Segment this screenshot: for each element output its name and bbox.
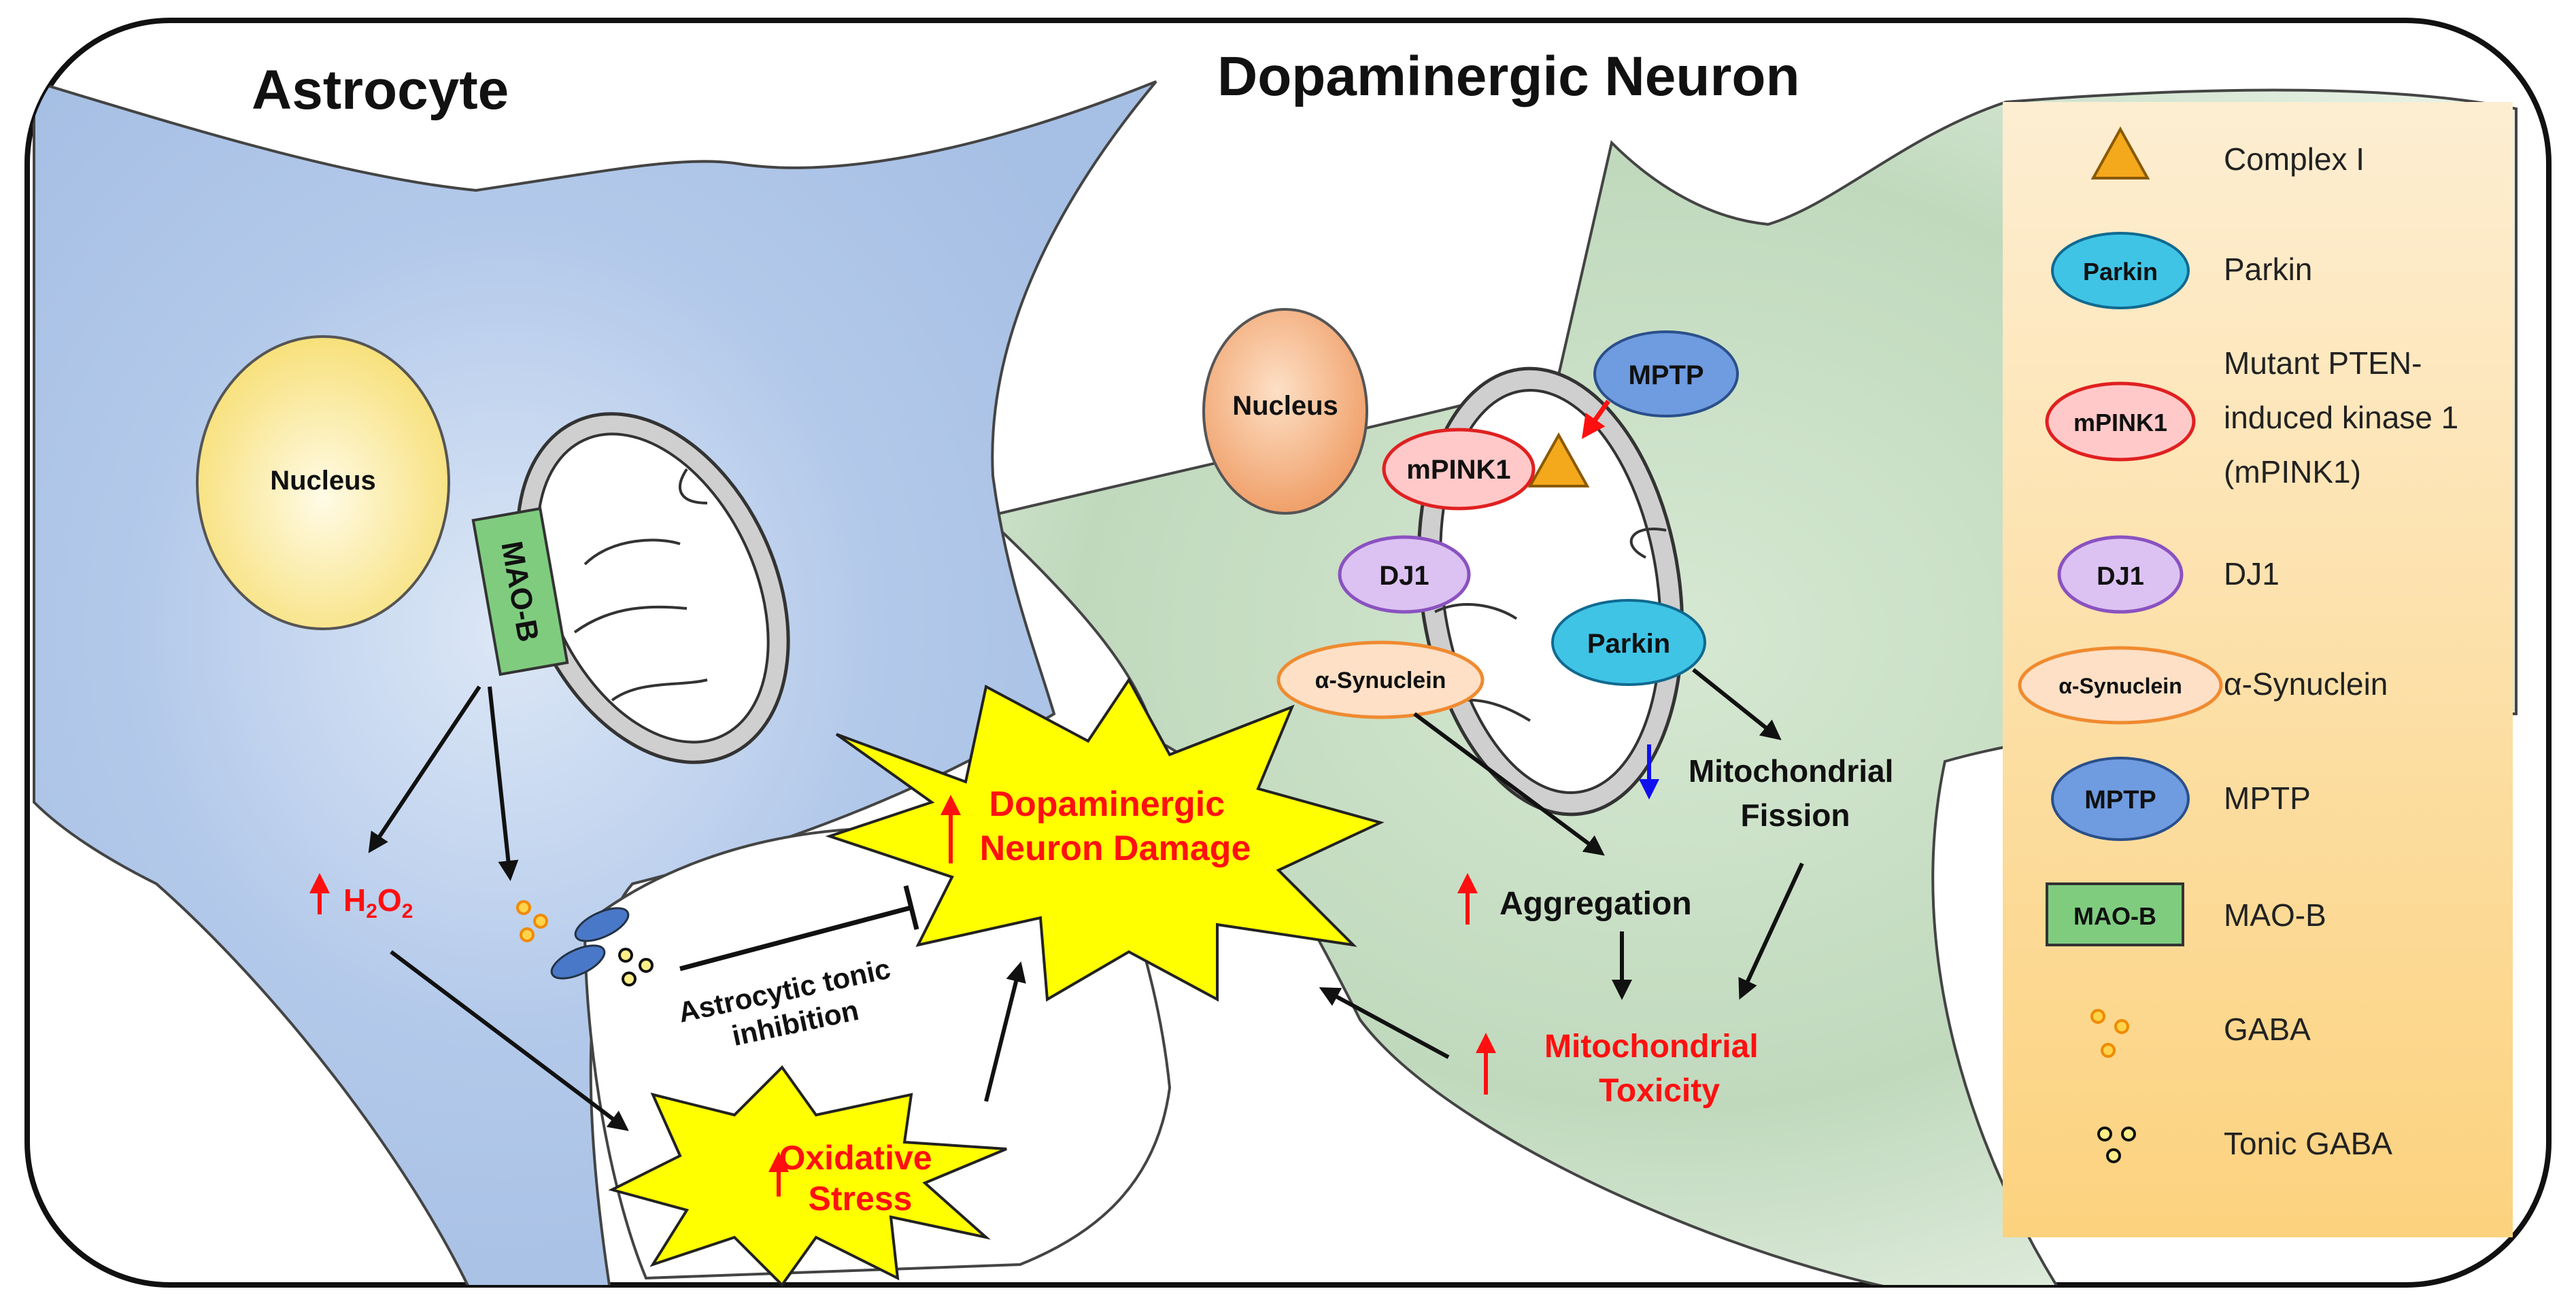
legend-maob-icon xyxy=(2046,882,2184,946)
gaba-channel-top xyxy=(574,907,630,942)
toxicity-label: Mitochondrial Toxicity xyxy=(1544,1029,1767,1109)
fission-to-toxicity-arrow xyxy=(1738,862,1804,1000)
h2o2-to-stress-arrow xyxy=(390,950,629,1131)
asyn-label: α-Synuclein xyxy=(1315,668,1446,693)
legend: Complex I Parkin Parkin mPINK1 Mutant PT… xyxy=(2018,126,2467,1163)
legend-mptp-icon xyxy=(2051,757,2190,841)
legend-dj1-badge: DJ1 xyxy=(2097,562,2144,591)
parkin-to-fission-arrow xyxy=(1692,668,1782,740)
svg-text:H2O2: H2O2 xyxy=(343,882,413,923)
mptp-oval xyxy=(1593,330,1739,417)
neuron-title: Dopaminergic Neuron xyxy=(1217,46,1800,107)
mptp-label: MPTP xyxy=(1628,360,1704,390)
asyn-oval xyxy=(1276,640,1485,719)
astrocyte-title: Astrocyte xyxy=(252,59,509,121)
legend-tonic-gaba-icon xyxy=(2097,1127,2136,1163)
dj1-oval xyxy=(1338,535,1471,614)
legend-mpink1-badge: mPINK1 xyxy=(2073,409,2167,436)
maob-box: MAO-B xyxy=(471,506,569,676)
legend-mpink1-icon xyxy=(2045,381,2196,462)
legend-dj1-label: DJ1 xyxy=(2224,556,2280,591)
gaba-channel-bottom xyxy=(550,944,606,980)
neuron-nucleus-label: Nucleus xyxy=(1232,391,1338,421)
complex-i-triangle xyxy=(1527,432,1590,487)
legend-asyn-label: α-Synuclein xyxy=(2224,666,2388,702)
legend-complex-i-label: Complex I xyxy=(2224,141,2365,177)
mptp-to-complex-arrow xyxy=(1581,399,1610,439)
stress-to-damage-arrow xyxy=(984,961,1026,1102)
legend-mpink1-label: Mutant PTEN- induced kinase 1 (mPINK1) xyxy=(2224,345,2467,489)
dj1-label: DJ1 xyxy=(1379,561,1429,591)
mpink1-oval xyxy=(1382,428,1536,511)
legend-dj1-icon xyxy=(2057,535,2184,614)
fission-label: Mitochondrial Fission xyxy=(1689,753,1902,833)
neuron-nucleus xyxy=(1202,308,1368,515)
legend-mptp-label: MPTP xyxy=(2224,780,2311,816)
aggregation-label: Aggregation xyxy=(1499,886,1692,922)
legend-asyn-icon xyxy=(2018,646,2223,725)
legend-maob-label: MAO-B xyxy=(2224,897,2326,933)
damage-label: Dopaminergic Neuron Damage xyxy=(980,785,1251,868)
maob-to-h2o2-arrow xyxy=(368,685,481,853)
stress-label: Oxidative Stress xyxy=(779,1139,941,1218)
legend-gaba-label: GABA xyxy=(2224,1012,2311,1047)
tonic-gaba-dots xyxy=(618,948,654,986)
legend-asyn-badge: α-Synuclein xyxy=(2058,674,2182,698)
oxidative-stress-burst xyxy=(608,1065,1007,1288)
legend-gaba-icon xyxy=(2090,1009,2129,1058)
legend-parkin-label: Parkin xyxy=(2224,252,2312,287)
legend-parkin-badge: Parkin xyxy=(2083,258,2158,286)
legend-parkin-icon xyxy=(2051,232,2190,309)
neuron-damage-burst xyxy=(825,677,1385,1002)
astrocyte-nucleus-label: Nucleus xyxy=(270,466,376,496)
astrocyte-nucleus xyxy=(196,335,450,630)
legend-complex-i-icon xyxy=(2090,126,2150,179)
h2o2-label: H2O2 xyxy=(309,873,413,923)
legend-maob-badge: MAO-B xyxy=(2073,902,2156,930)
legend-tonic-gaba-label: Tonic GABA xyxy=(2224,1126,2392,1161)
astrocyte-mitochondrion xyxy=(515,412,790,764)
mpink1-label: mPINK1 xyxy=(1406,455,1510,485)
parkin-oval xyxy=(1551,599,1706,686)
gaba-dots xyxy=(516,900,548,942)
toxicity-to-damage-arrow xyxy=(1319,987,1450,1059)
asyn-to-aggregation-arrow xyxy=(1413,712,1605,856)
parkin-label: Parkin xyxy=(1587,629,1670,659)
maob-to-gaba-arrow xyxy=(488,686,519,881)
tonic-inhibition-line xyxy=(679,885,919,972)
legend-mptp-badge: MPTP xyxy=(2084,786,2156,814)
